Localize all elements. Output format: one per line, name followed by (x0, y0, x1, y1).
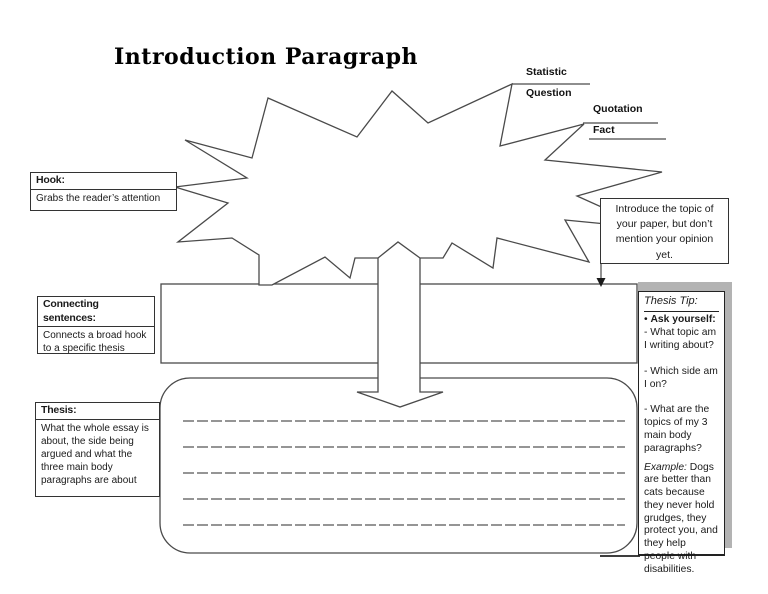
thesis-tip-example-text: Dogs are better than cats because they n… (644, 461, 718, 575)
starburst-shape (174, 82, 663, 286)
thesis-tip-ask-row: • Ask yourself: (644, 314, 719, 327)
intro-connector-arrowhead (596, 278, 606, 287)
thesis-tip-question: - What are the topics of my 3 main body … (644, 404, 710, 454)
hook-box: Hook: Grabs the reader’s attention (30, 172, 177, 211)
hook-box-body: Grabs the reader’s attention (36, 192, 161, 204)
hook-type-fact: Fact (593, 124, 615, 136)
thesis-tip-example: Example: Dogs are better than cats becau… (644, 462, 719, 577)
thesis-box: Thesis: What the whole essay is about, t… (35, 402, 160, 497)
thesis-tip-heading: Thesis Tip: (644, 295, 719, 312)
thesis-tip-box: Thesis Tip: • Ask yourself: - What topic… (638, 291, 725, 575)
page-title: Introduction Paragraph (114, 44, 418, 70)
thesis-tip-question: - Which side am I on? (644, 365, 718, 390)
thesis-tip-example-label: Example: (644, 461, 687, 473)
down-block-arrow (356, 252, 444, 408)
bullet-icon: • (644, 313, 648, 325)
thesis-box-body: What the whole essay is about, the side … (41, 422, 149, 486)
thesis-box-heading: Thesis: (36, 403, 159, 420)
intro-topic-note: Introduce the topic of your paper, but d… (600, 198, 729, 264)
thesis-tip-ask-label: Ask yourself: (650, 313, 716, 325)
hook-type-statistic: Statistic (526, 66, 567, 78)
connecting-box-heading: Connecting sentences: (38, 297, 154, 328)
connecting-box-body: Connects a broad hook to a specific thes… (43, 330, 147, 355)
connecting-sentences-box: Connecting sentences: Connects a broad h… (37, 296, 155, 354)
hook-type-question: Question (526, 87, 572, 99)
thesis-tip-question: - What topic am I writing about? (644, 327, 717, 352)
hook-box-heading: Hook: (31, 173, 176, 190)
writing-lines-group (183, 420, 625, 526)
hook-type-quotation: Quotation (593, 103, 643, 115)
